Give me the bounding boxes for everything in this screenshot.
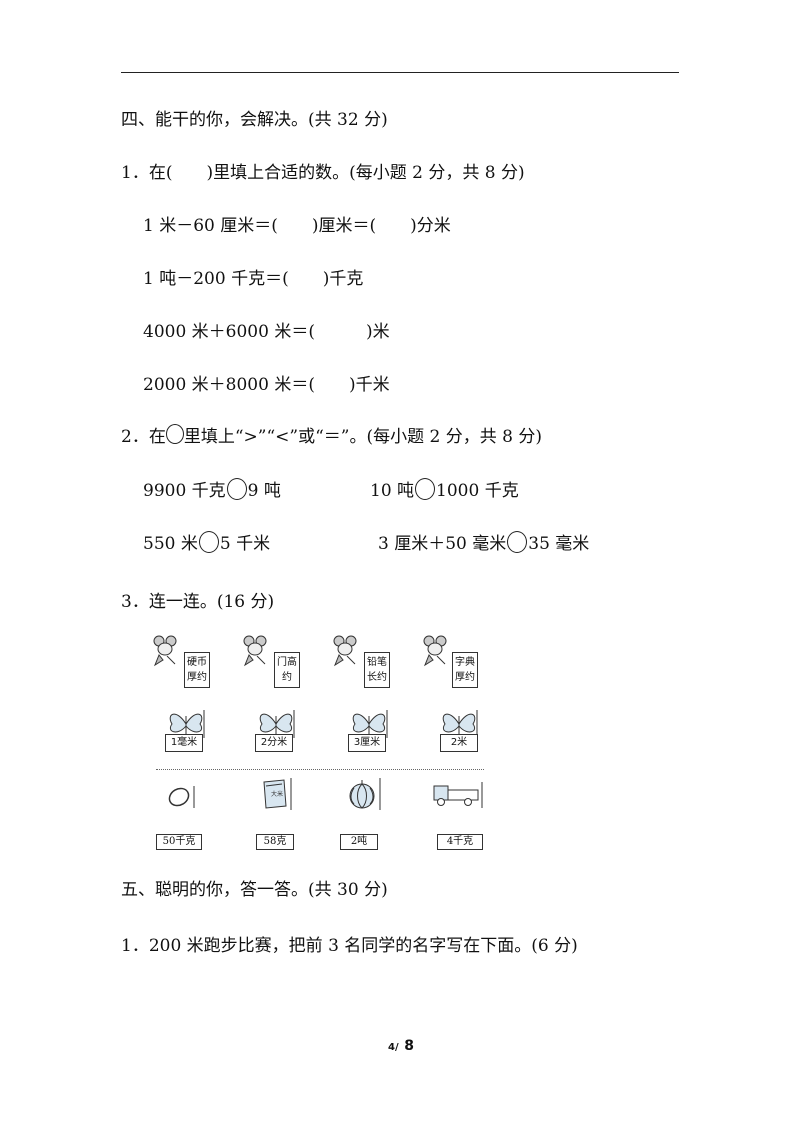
- mouse-icon: [243, 635, 267, 667]
- q2-item-4-right: 35 毫米: [528, 534, 590, 554]
- q1-item-4: 2000 米＋8000 米＝( )千米: [143, 375, 390, 395]
- truck-icon[interactable]: [430, 780, 486, 810]
- q3-title: 3．连一连。(16 分): [121, 592, 275, 612]
- answer-circle[interactable]: [507, 531, 528, 553]
- matching-figure: 硬币厚约 门高约 铅笔长约 字典厚约 1毫米 2分米 3厘米 2米 大米 50千…: [150, 630, 490, 855]
- weight-card-2[interactable]: 58克: [256, 834, 294, 850]
- watermelon-icon[interactable]: [346, 776, 384, 812]
- q2-title: 2．在里填上“>”“<”或“＝”。(每小题 2 分，共 8 分): [121, 424, 542, 448]
- weight-card-1[interactable]: 50千克: [156, 834, 202, 850]
- q2-item-1-left: 9900 千克: [143, 481, 226, 501]
- svg-text:大米: 大米: [271, 790, 283, 798]
- header-rule: [121, 72, 679, 73]
- rice-bag-icon[interactable]: 大米: [258, 776, 294, 812]
- butterfly-icon: [169, 710, 205, 738]
- q2-item-1-right: 9 吨: [247, 481, 281, 501]
- mouse-icon: [423, 635, 447, 667]
- butterfly-icon: [259, 710, 295, 738]
- answer-circle[interactable]: [198, 531, 219, 553]
- length-card-2[interactable]: 2分米: [255, 734, 293, 752]
- q1-title: 1．在( )里填上合适的数。(每小题 2 分，共 8 分): [121, 163, 525, 183]
- length-card-3[interactable]: 3厘米: [348, 734, 386, 752]
- weight-card-4[interactable]: 4千克: [437, 834, 483, 850]
- q2-item-3: 550 米 5 千米: [143, 531, 270, 555]
- answer-circle[interactable]: [226, 478, 247, 500]
- section4-heading: 四、能干的你，会解决。(共 32 分): [121, 110, 388, 130]
- weight-card-3[interactable]: 2吨: [340, 834, 378, 850]
- q1-item-2: 1 吨－200 千克＝( )千克: [143, 269, 364, 289]
- compare-circle-icon: [165, 424, 184, 444]
- q2-item-2-right: 1000 千克: [436, 481, 519, 501]
- butterfly-icon: [442, 710, 478, 738]
- q1-item-1: 1 米－60 厘米＝( )厘米＝( )分米: [143, 216, 451, 236]
- q2-item-4: 3 厘米＋50 毫米 35 毫米: [378, 531, 589, 555]
- length-card-1[interactable]: 1毫米: [165, 734, 203, 752]
- q2-item-1: 9900 千克 9 吨: [143, 478, 281, 502]
- page-total: 8: [404, 1038, 414, 1054]
- q2-item-3-left: 550 米: [143, 534, 198, 554]
- length-card-4[interactable]: 2米: [440, 734, 478, 752]
- q2-item-2-left: 10 吨: [370, 481, 415, 501]
- egg-icon[interactable]: [166, 784, 196, 810]
- q2-item-2: 10 吨 1000 千克: [370, 478, 519, 502]
- mouse-card-3[interactable]: 铅笔长约: [364, 652, 390, 688]
- mouse-card-4[interactable]: 字典厚约: [452, 652, 478, 688]
- section5-heading: 五、聪明的你，答一答。(共 30 分): [121, 880, 388, 900]
- answer-circle[interactable]: [415, 478, 436, 500]
- q2-item-3-right: 5 千米: [219, 534, 271, 554]
- mouse-card-1[interactable]: 硬币厚约: [184, 652, 210, 688]
- q1-item-3: 4000 米＋6000 米＝( )米: [143, 322, 390, 342]
- mouse-card-2[interactable]: 门高约: [274, 652, 300, 688]
- q2-title-prefix: 2．在: [121, 427, 166, 447]
- q2-item-4-left: 3 厘米＋50 毫米: [378, 534, 507, 554]
- butterfly-icon: [352, 710, 388, 738]
- page-current: 4/: [388, 1042, 399, 1053]
- section5-q1: 1．200 米跑步比赛，把前 3 名同学的名字写在下面。(6 分): [121, 936, 578, 956]
- mouse-icon: [333, 635, 357, 667]
- page-number: 4/ 8: [388, 1035, 414, 1054]
- mouse-icon: [153, 635, 177, 667]
- dotted-divider: [156, 769, 484, 770]
- q2-title-suffix: 里填上“>”“<”或“＝”。(每小题 2 分，共 8 分): [183, 427, 542, 447]
